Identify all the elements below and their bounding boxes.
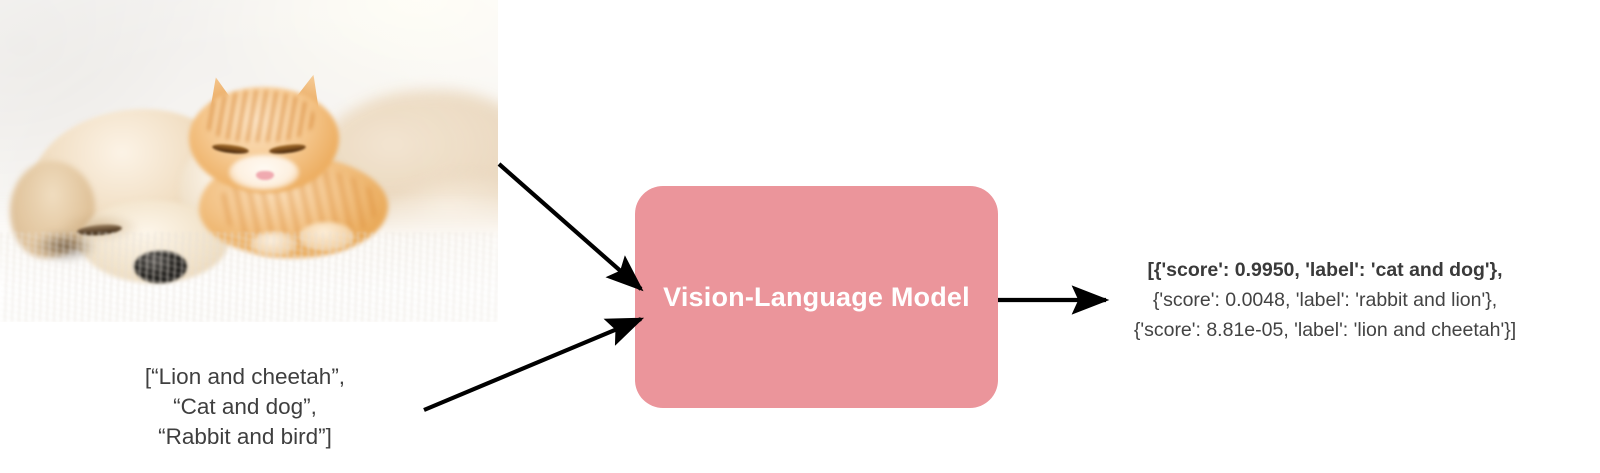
text-to-model-arrow [423,317,645,412]
puppy-nose-shape [134,251,187,284]
output-text: [{'score': 0.9950, 'label': 'cat and dog… [1060,255,1590,345]
kitten-nose-shape [256,170,275,181]
kitten-second-paw-shape [251,231,297,256]
puppy-shadow-patch [34,231,95,261]
image-input[interactable] [0,0,498,322]
photo-vignette [0,0,498,322]
output-line-3: {'score': 8.81e-05, 'label': 'lion and c… [1133,319,1517,341]
blanket-texture [0,231,498,322]
kitten-head-stripes [204,90,314,142]
model-box[interactable]: Vision-Language Model [635,186,998,408]
output-line-2: {'score': 0.0048, 'label': 'rabbit and l… [1152,289,1498,311]
output-line-1: [{'score': 0.9950, 'label': 'cat and dog… [1147,259,1503,281]
text-input[interactable]: [“Lion and cheetah”, “Cat and dog”, “Rab… [144,364,346,449]
image-to-model-arrow [497,162,644,292]
model-box-label: Vision-Language Model [663,281,970,312]
kitten-paw-shape [298,222,354,252]
